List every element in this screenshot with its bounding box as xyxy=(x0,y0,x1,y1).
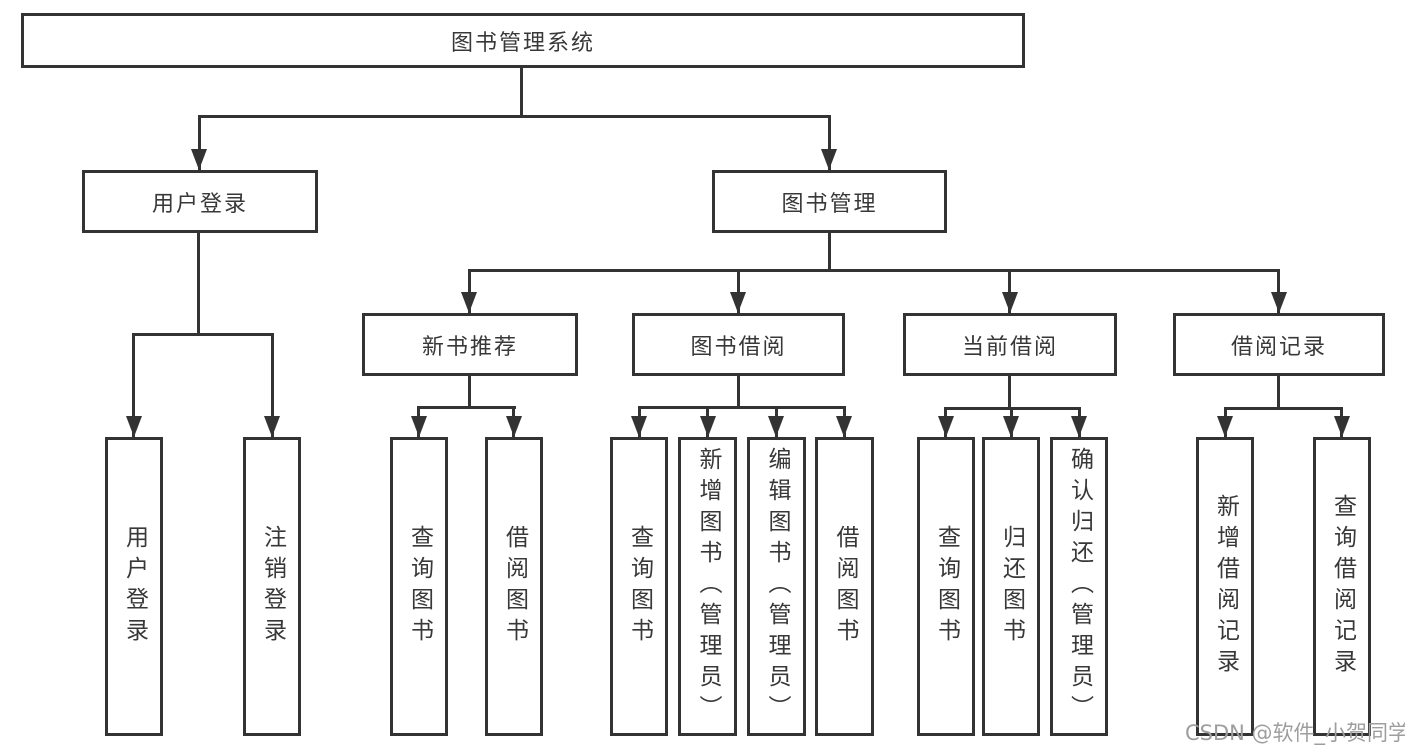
node-new-book-recommend-label: 新书推荐 xyxy=(421,334,518,360)
leaf-add-book-admin: 新增图书（管理员） xyxy=(678,437,737,736)
connector-root-hline xyxy=(198,115,831,118)
node-borrow-record: 借阅记录 xyxy=(1173,313,1385,376)
arrowhead-leaf-edit-book xyxy=(768,416,784,437)
leaf-query-book-recommend: 查询图书 xyxy=(390,437,448,736)
arrowhead-leaf-add-record xyxy=(1217,416,1233,437)
leaf-query-book-current-label: 查询图书 xyxy=(933,524,960,649)
arrowhead-leaf-query1 xyxy=(411,416,427,437)
connector-book-borrow-hline xyxy=(638,406,846,409)
node-book-management: 图书管理 xyxy=(712,170,947,233)
leaf-add-borrow-record: 新增借阅记录 xyxy=(1196,437,1254,736)
node-root: 图书管理系统 xyxy=(21,13,1025,68)
leaf-user-login: 用户登录 xyxy=(105,437,163,736)
connector-to-user-login xyxy=(198,115,201,170)
arrowhead-current-borrow xyxy=(1002,292,1018,313)
arrowhead-leaf-return xyxy=(1003,416,1019,437)
connector-new-book-stem xyxy=(468,376,471,407)
arrowhead-user-login xyxy=(191,149,207,170)
node-current-borrow-label: 当前借阅 xyxy=(961,334,1058,360)
leaf-add-borrow-record-label: 新增借阅记录 xyxy=(1212,493,1239,680)
connector-to-book-management xyxy=(828,115,831,170)
connector-to-new-book xyxy=(468,269,471,313)
connector-to-leaf-logout xyxy=(271,333,274,437)
connector-user-login-stem xyxy=(197,233,200,333)
leaf-borrow-book: 借阅图书 xyxy=(815,437,874,736)
leaf-add-book-admin-label: 新增图书（管理员） xyxy=(695,447,721,726)
arrowhead-leaf-query2 xyxy=(631,416,647,437)
arrowhead-book-borrow xyxy=(730,292,746,313)
leaf-borrow-book-recommend: 借阅图书 xyxy=(485,437,543,736)
arrowhead-book-management xyxy=(821,149,837,170)
node-user-login: 用户登录 xyxy=(82,170,318,233)
leaf-user-login-label: 用户登录 xyxy=(121,524,148,649)
connector-book-management-stem xyxy=(828,233,831,271)
leaf-return-book-label: 归还图书 xyxy=(998,524,1025,649)
node-book-management-label: 图书管理 xyxy=(781,191,878,217)
arrowhead-leaf-borrow2 xyxy=(836,416,852,437)
leaf-query-borrow-record: 查询借阅记录 xyxy=(1313,437,1371,736)
leaf-query-book-borrow: 查询图书 xyxy=(610,437,668,736)
arrowhead-leaf-logout xyxy=(264,416,280,437)
node-book-borrow-label: 图书借阅 xyxy=(690,334,787,360)
arrowhead-leaf-user-login xyxy=(126,416,142,437)
arrowhead-leaf-confirm-return xyxy=(1071,416,1087,437)
leaf-logout-label: 注销登录 xyxy=(259,524,286,649)
arrowhead-leaf-query3 xyxy=(938,416,954,437)
node-borrow-record-label: 借阅记录 xyxy=(1230,334,1327,360)
node-root-label: 图书管理系统 xyxy=(450,30,595,56)
connector-book-borrow-stem xyxy=(737,376,740,407)
leaf-confirm-return-admin: 确认归还（管理员） xyxy=(1050,437,1108,736)
connector-to-current-borrow xyxy=(1008,269,1011,313)
node-current-borrow: 当前借阅 xyxy=(903,313,1117,376)
leaf-edit-book-admin-label: 编辑图书（管理员） xyxy=(764,447,790,726)
connector-to-borrow-record xyxy=(1277,269,1280,313)
connector-to-book-borrow xyxy=(737,269,740,313)
leaf-logout: 注销登录 xyxy=(243,437,301,736)
connector-new-book-hline xyxy=(417,406,516,409)
leaf-query-borrow-record-label: 查询借阅记录 xyxy=(1329,493,1356,680)
leaf-query-book-recommend-label: 查询图书 xyxy=(406,524,433,649)
watermark-text: CSDN @软件_小贺同学 xyxy=(1185,721,1405,745)
connector-user-login-hline xyxy=(133,333,274,336)
leaf-borrow-book-label: 借阅图书 xyxy=(832,524,858,649)
arrowhead-leaf-add-book xyxy=(700,416,716,437)
connector-current-borrow-stem xyxy=(1008,376,1011,409)
connector-borrow-record-stem xyxy=(1277,376,1280,409)
arrowhead-borrow-record xyxy=(1271,292,1287,313)
connector-root-stem xyxy=(520,68,523,118)
arrowhead-leaf-query-record xyxy=(1334,416,1350,437)
leaf-borrow-book-recommend-label: 借阅图书 xyxy=(501,524,528,649)
node-new-book-recommend: 新书推荐 xyxy=(362,313,578,376)
arrowhead-new-book xyxy=(461,292,477,313)
leaf-return-book: 归还图书 xyxy=(982,437,1040,736)
leaf-query-book-borrow-label: 查询图书 xyxy=(626,524,653,649)
node-user-login-label: 用户登录 xyxy=(151,191,248,217)
leaf-confirm-return-admin-label: 确认归还（管理员） xyxy=(1066,447,1093,726)
connector-borrow-record-hline xyxy=(1224,407,1343,410)
connector-to-leaf-user-login xyxy=(132,333,135,437)
leaf-query-book-current: 查询图书 xyxy=(917,437,975,736)
connector-book-management-hline xyxy=(468,269,1280,272)
leaf-edit-book-admin: 编辑图书（管理员） xyxy=(747,437,806,736)
node-book-borrow: 图书借阅 xyxy=(632,313,845,376)
arrowhead-leaf-borrow1 xyxy=(506,416,522,437)
